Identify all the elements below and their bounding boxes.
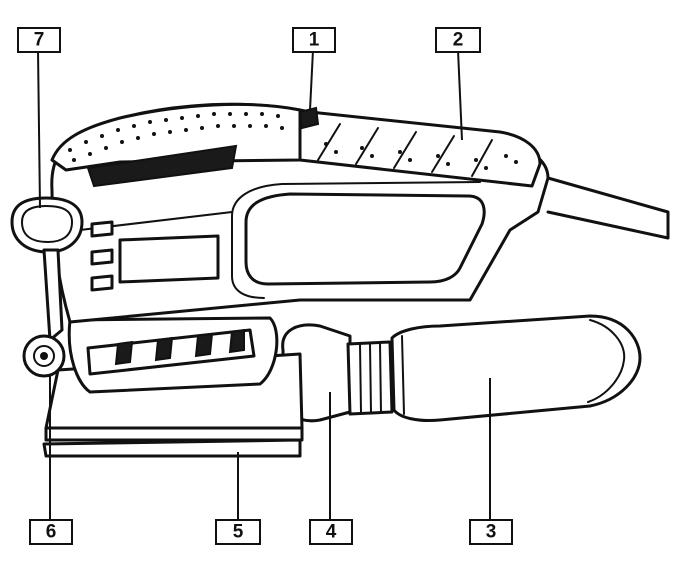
callout-4-label: 4 xyxy=(326,522,337,543)
top-grip xyxy=(298,110,542,188)
paper-clamp-lever xyxy=(10,196,84,342)
callout-6: 6 xyxy=(29,376,73,545)
callout-2: 2 xyxy=(435,27,481,141)
callout-1-label: 1 xyxy=(309,30,320,51)
callout-4: 4 xyxy=(309,392,353,545)
callout-3: 3 xyxy=(469,378,513,545)
callout-6-label: 6 xyxy=(46,522,57,543)
callout-3-label: 3 xyxy=(486,522,497,543)
dust-box xyxy=(390,314,642,422)
power-cord xyxy=(546,176,670,240)
clamp-knob xyxy=(22,334,66,378)
callout-7-label: 7 xyxy=(34,30,45,51)
callout-2-label: 2 xyxy=(453,30,464,51)
callout-7: 7 xyxy=(17,27,61,209)
lower-housing xyxy=(67,316,279,394)
callout-1: 1 xyxy=(292,27,336,111)
callout-5: 5 xyxy=(215,452,261,545)
power-switch xyxy=(298,106,320,130)
callout-5-label: 5 xyxy=(233,522,244,543)
rear-grip xyxy=(50,102,302,188)
